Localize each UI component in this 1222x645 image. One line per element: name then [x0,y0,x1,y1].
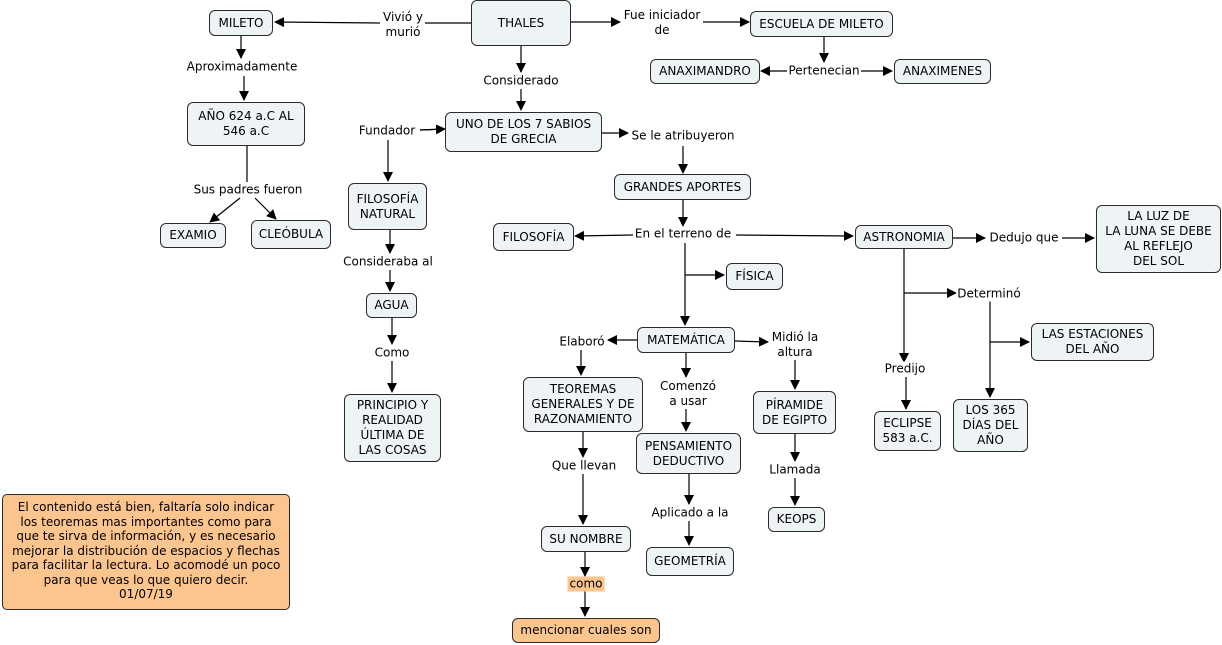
node-365-dias[interactable]: LOS 365 DÍAS DEL AÑO [953,399,1028,452]
link-label-elaboro: Elaboró [558,334,606,350]
link-label-consideraba: Consideraba al [342,254,434,270]
link-label-como-highlight: como [567,576,605,592]
node-estaciones[interactable]: LAS ESTACIONES DEL AÑO [1031,323,1154,361]
link-label-dedujo: Dedujo que [988,230,1060,246]
link-label-fue-iniciador: Fue iniciador de [622,8,702,38]
link-label-determino: Determinó [956,286,1022,302]
link-label-que-llevan: Que llevan [550,458,618,474]
node-escuela-mileto[interactable]: ESCUELA DE MILETO [750,11,893,37]
node-principio[interactable]: PRINCIPIO Y REALIDAD ÚLTIMA DE LAS COSAS [344,394,441,462]
node-keops[interactable]: KEOPS [768,507,825,532]
node-mencionar[interactable]: mencionar cuales son [512,618,660,643]
node-luz-luna[interactable]: LA LUZ DE LA LUNA SE DEBE AL REFLEJO DEL… [1096,205,1221,273]
link-label-pertenecian: Pertenecian [787,63,861,79]
node-teoremas[interactable]: TEOREMAS GENERALES Y DE RAZONAMIENTO [523,377,643,432]
node-thales[interactable]: THALES [471,0,571,46]
link-label-sus-padres: Sus padres fueron [192,182,304,198]
node-anaximenes[interactable]: ANAXIMENES [894,59,991,84]
node-cleobula[interactable]: CLEÓBULA [251,220,331,249]
node-examio[interactable]: EXAMIO [160,223,226,248]
link-label-terreno: En el terreno de [633,226,733,242]
node-agua[interactable]: AGUA [366,293,417,318]
node-astronomia[interactable]: ASTRONOMIA [855,225,953,249]
node-sabios[interactable]: UNO DE LOS 7 SABIOS DE GRECIA [445,112,602,152]
link-label-llamada: Llamada [768,462,822,478]
link-label-aproximadamente: Aproximadamente [185,59,299,75]
node-filosofia-natural[interactable]: FILOSOFÍA NATURAL [348,183,427,230]
node-filosofia[interactable]: FILOSOFÍA [493,223,574,251]
link-label-atribuyeron: Se le atribuyeron [630,128,736,144]
node-eclipse[interactable]: ECLIPSE 583 a.C. [874,411,941,451]
link-label-como: Como [373,345,411,361]
node-matematica[interactable]: MATEMÁTICA [637,327,735,353]
node-fisica[interactable]: FÍSICA [726,263,783,290]
node-su-nombre[interactable]: SU NOMBRE [541,526,631,552]
node-piramide[interactable]: PÍRAMIDE DE EGIPTO [753,391,836,434]
link-label-predijo: Predijo [883,361,927,377]
node-geometria[interactable]: GEOMETRÍA [646,547,734,576]
link-label-vivio-murio: Vivió y murió [382,10,424,40]
node-anaximandro[interactable]: ANAXIMANDRO [650,59,760,84]
node-grandes-aportes[interactable]: GRANDES APORTES [614,174,751,200]
link-label-fundador: Fundador [357,123,417,139]
link-label-midio: Midió la altura [770,330,820,360]
node-anio[interactable]: AÑO 624 a.C AL 546 a.C [187,102,305,146]
link-label-comenzo: Comenzó a usar [658,379,718,409]
link-label-considerado: Considerado [482,73,560,89]
node-pensamiento[interactable]: PENSAMIENTO DEDUCTIVO [636,433,741,474]
link-label-aplicado: Aplicado a la [650,505,730,521]
node-mileto[interactable]: MILETO [209,10,273,36]
feedback-note[interactable]: El contenido está bien, faltaría solo in… [2,494,290,610]
